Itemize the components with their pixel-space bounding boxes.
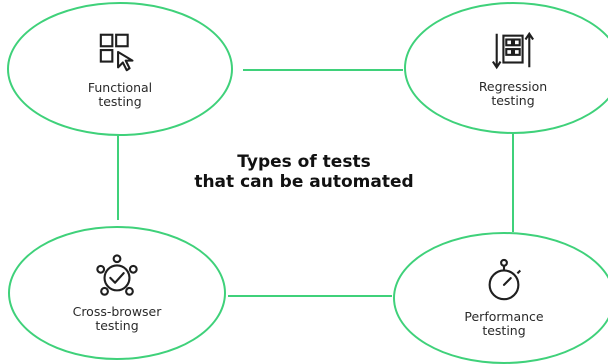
- stopwatch-icon: [488, 258, 522, 301]
- node-label-line1: Cross-browser: [72, 304, 162, 319]
- node-label-line1: Performance: [464, 309, 544, 324]
- diagram-title: Types of tests that can be automated: [154, 152, 454, 192]
- node-label-line2: testing: [98, 94, 142, 109]
- node-label-line2: testing: [491, 93, 535, 108]
- diagram-title-line2: that can be automated: [194, 172, 414, 192]
- node-label: Functional testing: [65, 81, 175, 109]
- node-label-line2: testing: [95, 318, 139, 333]
- node-cross-browser-testing: Cross-browser testing: [8, 226, 226, 360]
- sort-grid-icon: [491, 31, 535, 70]
- node-label: Performance testing: [449, 310, 559, 338]
- node-label: Regression testing: [458, 80, 568, 108]
- node-functional-testing: Functional testing: [7, 2, 233, 136]
- node-label-line1: Functional: [87, 80, 153, 95]
- node-label-line2: testing: [482, 323, 526, 338]
- node-regression-testing: Regression testing: [404, 2, 608, 134]
- diagram-title-line1: Types of tests: [237, 152, 371, 172]
- node-performance-testing: Performance testing: [393, 232, 608, 364]
- network-check-icon: [96, 254, 138, 296]
- node-label-line1: Regression: [478, 79, 548, 94]
- diagram-canvas: Functional testing Regression testing: [7, 2, 608, 364]
- cursor-grid-icon: [99, 33, 134, 72]
- node-label: Cross-browser testing: [62, 305, 172, 333]
- connector-lines: [117, 69, 514, 297]
